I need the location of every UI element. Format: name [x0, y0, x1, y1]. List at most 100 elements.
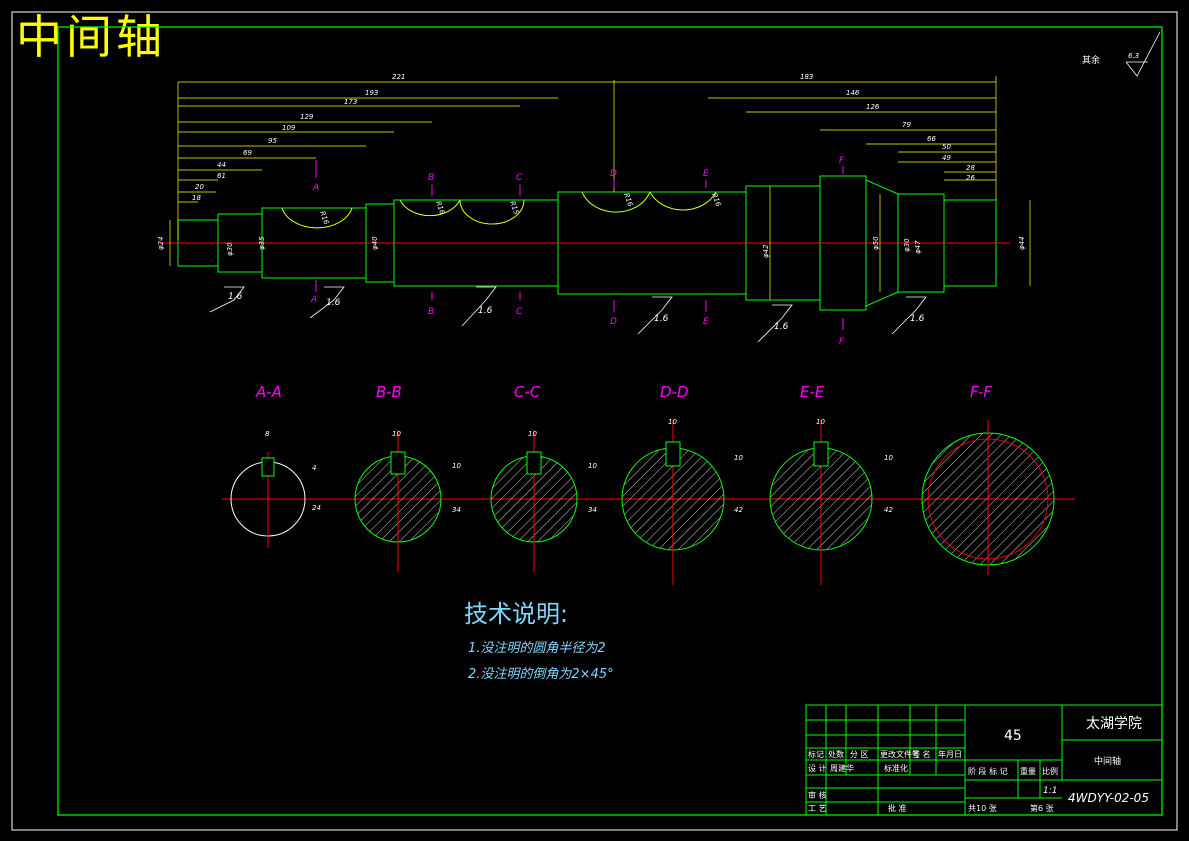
- dim-193: 193: [365, 89, 378, 97]
- section-e-dia: 42: [884, 506, 893, 514]
- mark-e-bot: E: [703, 317, 709, 327]
- section-c-depth: 10: [588, 462, 597, 470]
- title-block-text: 45 太湖学院 中间轴 标记 处数 分 区 更改文件号 签 名 年月日 设 计 …: [808, 716, 1149, 813]
- section-b-depth: 10: [452, 462, 461, 470]
- roughness-symbol: [1125, 31, 1161, 77]
- roughness-symbols: [209, 286, 927, 343]
- tb-sheet-no: 第6 张: [1030, 803, 1054, 813]
- mark-b-bot: B: [428, 307, 434, 317]
- section-d-d: D-D 10 10 42: [621, 383, 743, 585]
- title-block: [805, 704, 1163, 816]
- mark-a-top: A: [312, 183, 319, 193]
- mark-d-top: D: [610, 169, 617, 179]
- diam-50: φ50: [872, 236, 880, 250]
- dim-126: 126: [866, 103, 880, 111]
- tb-school: 太湖学院: [1086, 716, 1142, 732]
- section-c-c: C-C 10 10 34: [490, 383, 597, 572]
- section-e-label: E-E: [800, 383, 825, 401]
- tb-check: 审 核: [808, 790, 827, 800]
- rough-4: 1.6: [654, 314, 669, 324]
- section-a-depth: 4: [312, 464, 316, 472]
- section-e-depth: 10: [884, 454, 893, 462]
- tb-h4: 更改文件号: [880, 749, 920, 759]
- tb-standard: 标准化: [884, 763, 908, 773]
- rough-2: 1.6: [326, 298, 341, 308]
- radius-b: R16: [434, 200, 446, 216]
- mark-c-bot: C: [516, 307, 523, 317]
- dim-221: 221: [392, 73, 405, 81]
- section-a-key: 8: [265, 430, 270, 438]
- tb-weight: 重量: [1020, 766, 1036, 776]
- rough-5: 1.6: [774, 322, 789, 332]
- tb-scale: 1:1: [1043, 786, 1057, 796]
- tb-part-name: 中间轴: [1094, 755, 1121, 767]
- dim-28: 28: [966, 164, 975, 172]
- dim-95: 95: [268, 137, 277, 145]
- tb-design: 设 计: [808, 763, 827, 773]
- dim-109: 109: [282, 124, 296, 132]
- section-d-label: D-D: [660, 383, 689, 401]
- mark-f-top: F: [839, 156, 845, 166]
- tb-designer: 周建华: [830, 763, 854, 773]
- dim-44: 44: [217, 161, 226, 169]
- dim-61: 61: [217, 172, 226, 180]
- rough-1: 1.6: [228, 292, 243, 302]
- diam-44: φ44: [1018, 236, 1026, 250]
- inner-frame: [57, 26, 1163, 816]
- dim-146: 146: [846, 89, 860, 97]
- section-b-dia: 34: [452, 506, 461, 514]
- note-1: 1.没注明的圆角半径为2: [468, 641, 606, 656]
- dim-20: 20: [195, 183, 204, 191]
- radius-a: R16: [318, 210, 330, 226]
- section-e-e: E-E 10 10 42: [769, 383, 893, 585]
- surface-finish-value: 6.3: [1128, 52, 1139, 60]
- section-a-dia: 24: [312, 504, 321, 512]
- section-b-label: B-B: [376, 383, 402, 401]
- rough-6: 1.6: [910, 314, 925, 324]
- diam-30: φ30: [226, 242, 234, 256]
- outer-frame: [11, 11, 1178, 831]
- tb-approve: 批 准: [888, 803, 907, 813]
- section-c-label: C-C: [514, 383, 541, 401]
- surface-finish-label: 其余: [1082, 54, 1100, 66]
- dim-26: 26: [966, 174, 975, 182]
- diam-35: φ35: [258, 236, 266, 250]
- diam-47: φ47: [914, 240, 922, 254]
- section-c-dia: 34: [588, 506, 597, 514]
- tb-h1: 标记: [808, 749, 824, 759]
- mark-c-top: C: [516, 173, 523, 183]
- section-f-label: F-F: [970, 383, 992, 401]
- section-f-f: F-F: [921, 383, 1055, 575]
- section-e-key: 10: [816, 418, 825, 426]
- radius-e: R16: [710, 192, 722, 208]
- dim-129: 129: [300, 113, 314, 121]
- tb-h3: 分 区: [850, 750, 869, 759]
- mark-a-bot: A: [310, 295, 317, 305]
- notes-title: 技术说明:: [464, 600, 568, 628]
- diam-30b: φ30: [903, 238, 911, 252]
- diameter-labels: φ24 φ30 φ35 φ40 φ42 φ50 φ47 φ30 φ44: [157, 236, 1026, 258]
- technical-notes: 技术说明: 1.没注明的圆角半径为2 2.没注明的倒角为2×45°: [464, 600, 614, 682]
- dim-49: 49: [942, 154, 951, 162]
- tb-sheet-total: 共10 张: [968, 804, 997, 813]
- mark-f-bot: F: [839, 337, 845, 347]
- top-dimensions: [177, 76, 997, 240]
- tb-h5: 签 名: [912, 749, 931, 759]
- diam-24: φ24: [157, 236, 165, 250]
- section-c-key: 10: [528, 430, 537, 438]
- dim-top-text: 221 193 173 129 109 95 69 44 61 20 18 18…: [192, 73, 975, 202]
- rough-3: 1.6: [478, 306, 493, 316]
- tb-scale-h: 比例: [1042, 766, 1058, 776]
- tb-process: 工 艺: [808, 804, 827, 813]
- dim-50: 50: [942, 143, 951, 151]
- section-d-depth: 10: [734, 454, 743, 462]
- section-a-a: A-A 8 4 24: [230, 383, 321, 548]
- section-b-b: B-B 10 10 34: [354, 383, 461, 572]
- dim-69: 69: [243, 149, 252, 157]
- tb-stage: 阶 段 标 记: [968, 766, 1008, 776]
- dim-79: 79: [902, 121, 911, 129]
- tb-h2: 处数: [828, 749, 844, 759]
- dim-183: 183: [800, 73, 813, 81]
- section-d-dia: 42: [734, 506, 743, 514]
